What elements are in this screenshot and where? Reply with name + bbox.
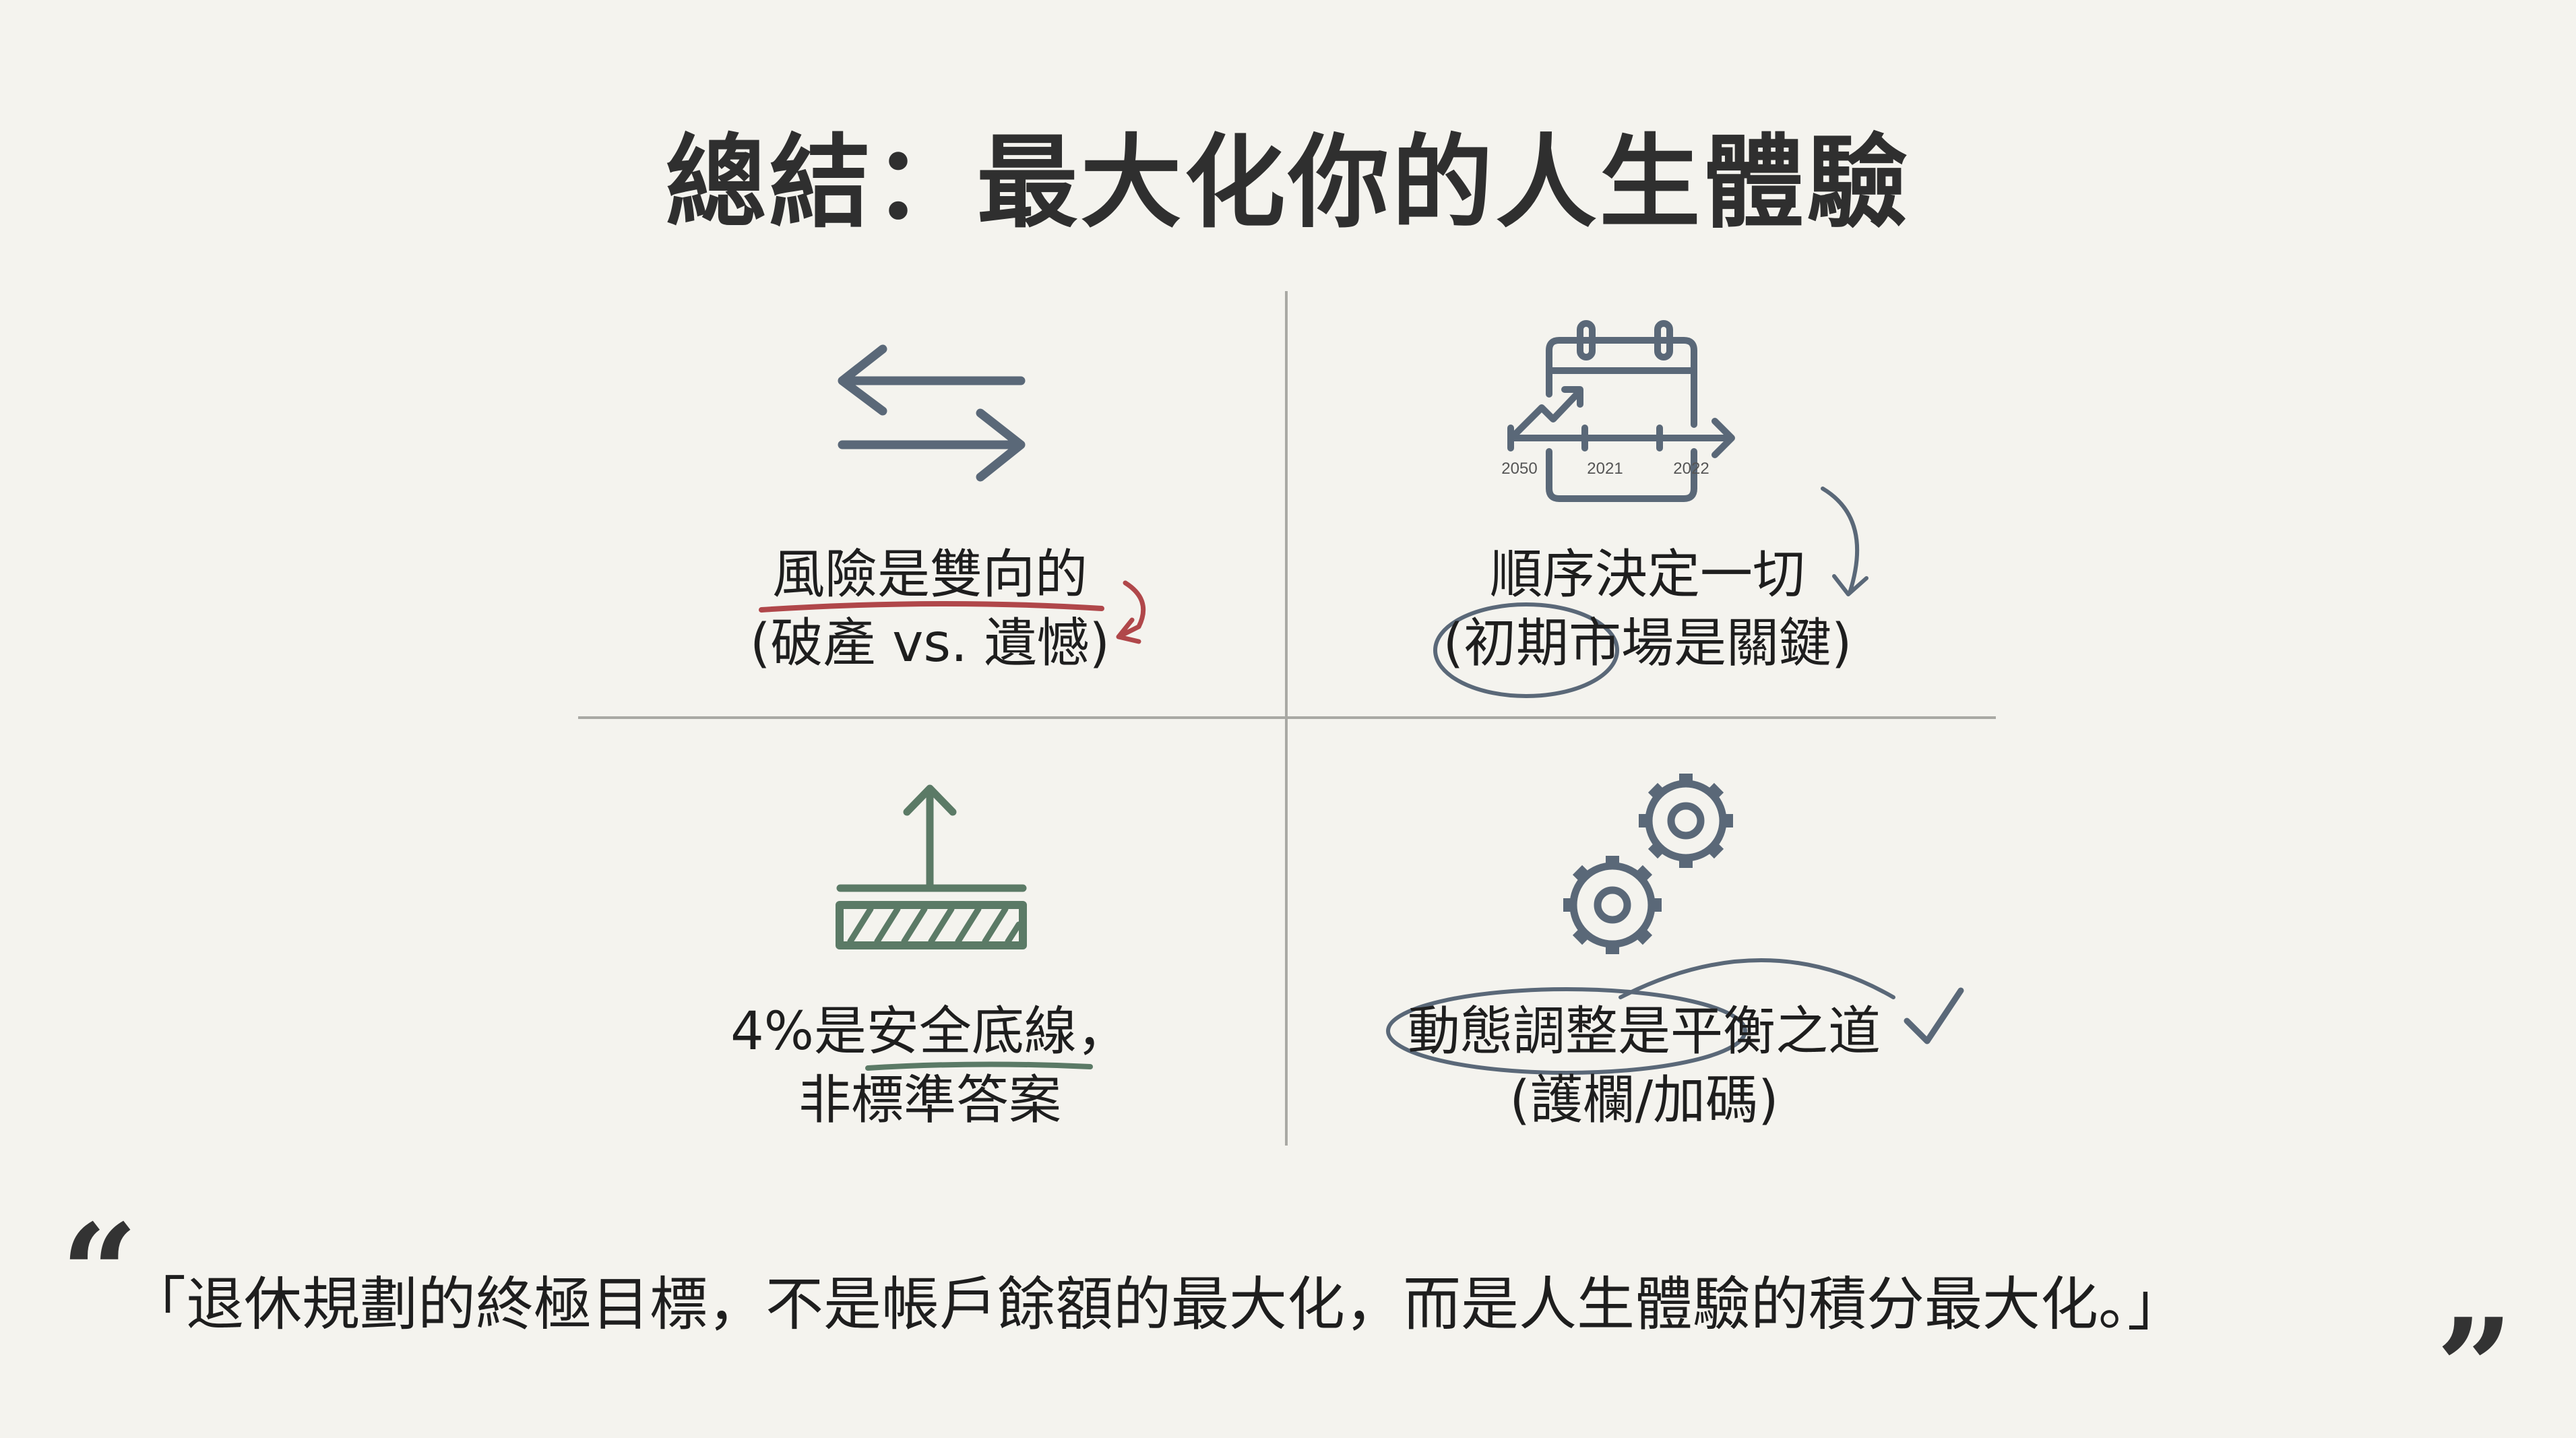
check-icon xyxy=(1904,987,1964,1044)
red-underline xyxy=(759,600,1104,613)
timeline-label: 2050 xyxy=(1501,460,1537,478)
gears-icon xyxy=(1563,774,1733,954)
circle-annotation xyxy=(1386,987,1747,1075)
quadrant-title: 風險是雙向的 xyxy=(772,544,1088,605)
bidirectional-arrows-icon xyxy=(838,344,1026,482)
quadrant-subtitle: 非標準答案 xyxy=(798,1070,1061,1131)
timeline-label: 2022 xyxy=(1673,460,1709,478)
open-quote-icon: “ xyxy=(61,1195,138,1353)
quadrant-sequence: 順序決定一切 (初期市場是關鍵) xyxy=(1344,540,1951,678)
quadrant-subtitle: (初期市場是關鍵) xyxy=(1443,613,1852,674)
closing-quote: 「退休規劃的終極目標，不是帳戶餘額的最大化，而是人生體驗的積分最大化。」 xyxy=(128,1271,2185,1338)
quadrant-title: 4%是安全底線， xyxy=(730,1001,1129,1062)
quadrant-title: 順序決定一切 xyxy=(1489,544,1805,605)
floor-with-up-arrow-icon xyxy=(836,784,1027,949)
red-curved-arrow-icon xyxy=(1116,580,1146,644)
close-quote-icon: ” xyxy=(2436,1289,2513,1438)
green-underline xyxy=(865,1061,1093,1071)
quadrant-subtitle: (護欄/加碼) xyxy=(1509,1070,1779,1131)
quadrant-dynamic: 動態調整是平衡之道 (護欄/加碼) xyxy=(1341,997,1947,1135)
page-title: 總結：最大化你的人生體驗 xyxy=(665,125,1911,242)
arc-annotation xyxy=(1619,958,1895,999)
timeline-label: 2021 xyxy=(1587,460,1623,478)
quadrant-title: 動態調整是平衡之道 xyxy=(1407,1001,1881,1062)
calendar-timeline-icon xyxy=(1507,320,1735,502)
circle-annotation xyxy=(1433,602,1619,698)
quadrant-floor: 4%是安全底線， 非標準答案 xyxy=(627,997,1233,1135)
quadrant-subtitle: (破產 vs. 遺憾) xyxy=(749,613,1110,674)
quadrant-risk: 風險是雙向的 (破產 vs. 遺憾) xyxy=(627,540,1233,678)
slate-curved-arrow-icon xyxy=(1821,487,1868,596)
